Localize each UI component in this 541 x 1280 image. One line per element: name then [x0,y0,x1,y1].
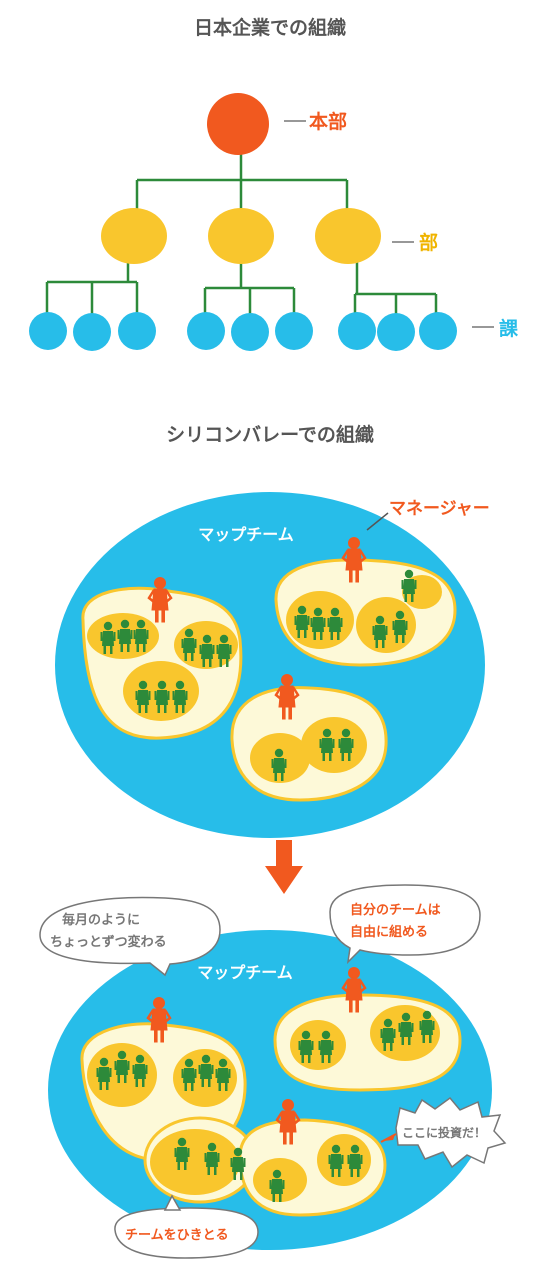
svg-text:自由に組める: 自由に組める [350,924,428,940]
honbu-node [207,93,269,155]
ka-nodes [29,312,457,351]
bubble-invest: ここに投資だ！ [380,1096,507,1169]
section2-title: シリコンバレーでの組織 [166,423,374,446]
svg-text:ここに投資だ！: ここに投資だ！ [402,1125,486,1140]
bubble-own-team: 自分のチームは 自由に組める [329,884,481,965]
section2-team-label: マップチーム [198,525,294,544]
team3-bottom-left [143,1116,257,1204]
manager-label: マネージャー [389,499,490,519]
svg-text:自分のチームは: 自分のチームは [350,902,441,918]
team-center [230,686,388,802]
down-arrow-icon [265,840,303,894]
team3-bottom-center [238,1118,387,1217]
svg-text:チームをひきとる: チームをひきとる [125,1228,229,1243]
honbu-label: 本部 [309,110,347,133]
ka-label: 課 [499,317,519,340]
section3-team-label: マップチーム [197,963,293,982]
section1-title: 日本企業での組織 [194,16,346,39]
bubble-poach: チームをひきとる [114,1194,259,1259]
bubble-monthly-change: 毎月のように ちょっとずつ変わる [39,896,221,977]
svg-text:ちょっとずつ変わる: ちょっとずつ変わる [50,934,167,950]
bu-label: 部 [419,231,438,254]
svg-text:毎月のように: 毎月のように [62,912,140,928]
bu-nodes [101,208,381,264]
